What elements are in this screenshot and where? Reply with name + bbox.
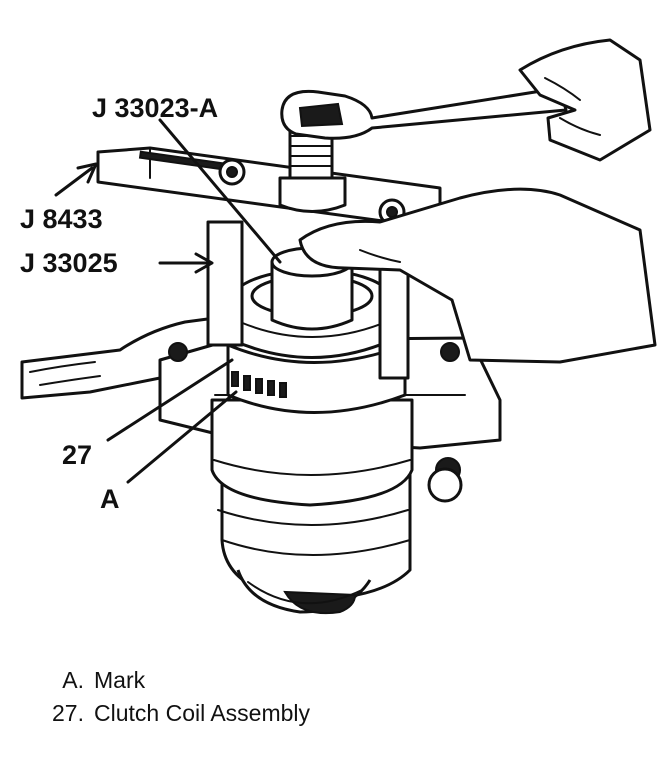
leader-j33025-arrowhead [194,252,214,274]
legend-item-clutch-coil-assembly: 27. Clutch Coil Assembly [40,697,310,730]
callout-j8433: J 8433 [20,204,103,234]
compressor-body [210,398,414,615]
callout-j33025: J 33025 [20,248,118,278]
legend: A. Mark 27. Clutch Coil Assembly [40,664,310,730]
callout-j33023a: J 33023-A [92,93,218,123]
leader-j33023a [158,118,282,264]
right-hand-lower-illustration [298,187,657,364]
leader-a [126,390,238,484]
right-hand-top-illustration [518,38,652,162]
wrench-illustration [280,86,568,140]
leader-lines [54,118,282,484]
leader-27 [106,358,234,442]
leader-j8433-arrowhead [76,162,98,184]
legend-key: A. [62,667,84,693]
crossbar-bridge [96,146,442,227]
callout-27: 27 [62,440,92,470]
legend-text: Clutch Coil Assembly [94,700,311,726]
coil-ridge-marks [231,371,287,398]
leader-j8433 [54,166,94,197]
legend-key: 27. [52,700,84,726]
legend-text: Mark [94,667,146,693]
callout-a: A [100,484,120,514]
legend-item-mark: A. Mark [40,664,310,697]
